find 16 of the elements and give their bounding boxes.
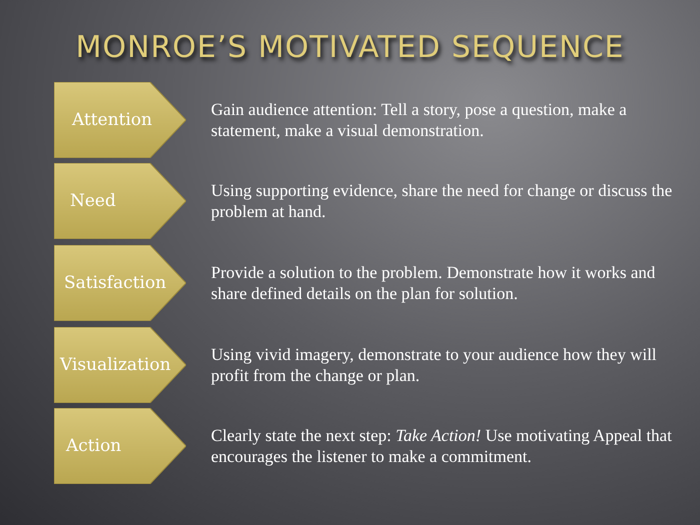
step-label: Need [70,191,116,211]
step-label: Action [66,436,122,456]
step-description: Provide a solution to the problem. Demonstrate how it works and share defined details on the plan for solution. [211,262,656,304]
slide-title: MONROE’S MOTIVATED SEQUENCE [74,30,626,65]
pentagon-tab [54,163,186,239]
step-description: Clearly state the next step: Take Action! Use motivating Appeal that encourages the listener to make a commitment. [211,425,673,467]
step-description: Gain audience attention: Tell a story, pose a question, make a statement, make a visual demonstration. [211,99,628,141]
step-description: Using vivid imagery, demonstrate to your audience how they will profit from the change or plan. [211,344,658,386]
pentagon-tab [54,82,186,158]
pentagon-tab [54,408,186,484]
pentagon-tab [54,327,186,403]
step-label: Satisfaction [64,273,166,293]
step-label: Attention [72,110,152,130]
step-description: Using supporting evidence, share the need for change or discuss the problem at hand. [211,180,674,222]
step-label: Visualization [60,355,171,375]
pentagon-tab [54,245,186,321]
